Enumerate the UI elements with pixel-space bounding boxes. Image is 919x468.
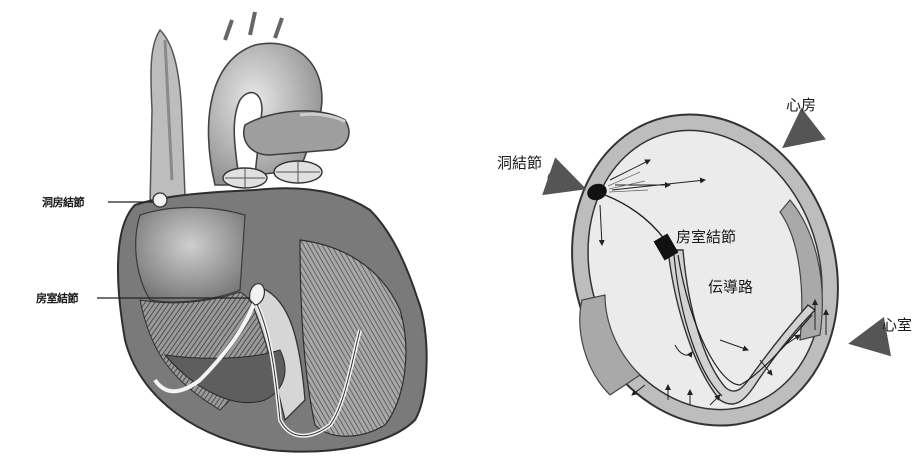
arrow-to-ventricle bbox=[858, 338, 880, 342]
label-sa-node-schematic: 洞結節 bbox=[497, 152, 542, 173]
arrow-to-atrium bbox=[790, 128, 808, 142]
label-atrium: 心房 bbox=[786, 94, 816, 115]
label-ventricle: 心室 bbox=[882, 314, 912, 335]
label-av-node-schematic: 房室結節 bbox=[676, 226, 736, 247]
label-conduction-path: 伝導路 bbox=[708, 276, 753, 297]
arrow-to-sa-node bbox=[548, 176, 577, 186]
